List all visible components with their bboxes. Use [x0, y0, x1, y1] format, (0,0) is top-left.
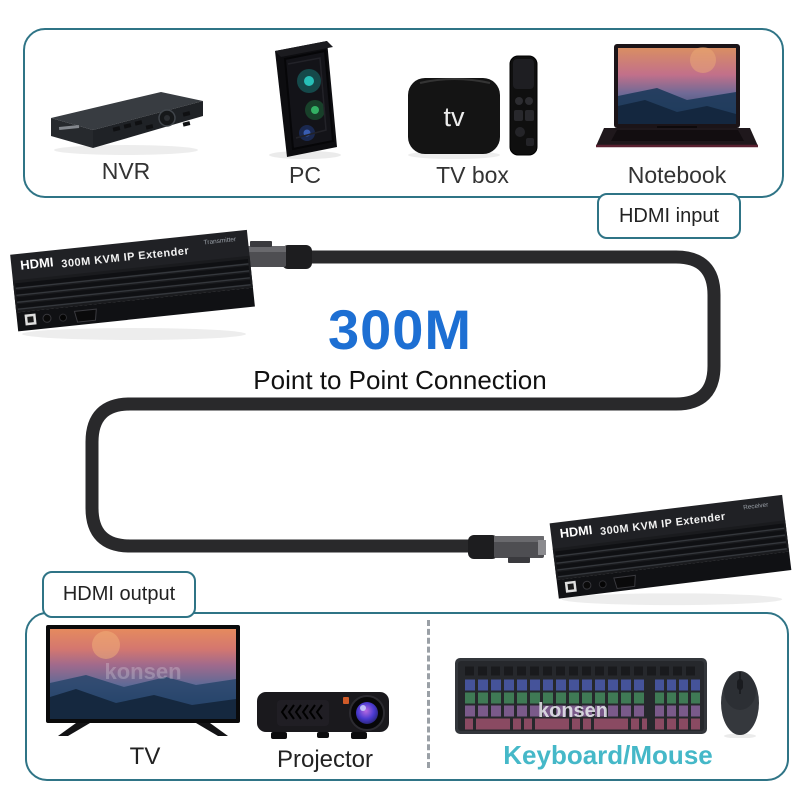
device-tv: konsen TV	[44, 625, 246, 771]
projector-icon	[257, 692, 389, 739]
connection-description: Point to Point Connection	[253, 365, 547, 395]
pc-tower-icon	[269, 41, 341, 159]
distance-text: 300M	[327, 298, 473, 361]
tv-box-glyph: tv	[443, 102, 465, 132]
tv-screen-watermark: konsen	[104, 659, 181, 684]
hdmi-input-tag-label: HDMI input	[618, 204, 720, 227]
device-pc: PC	[253, 34, 357, 189]
output-section-divider	[427, 620, 430, 768]
device-notebook: Notebook	[592, 42, 762, 189]
receiver-icon: HDMI 300M KVM IP Extender Receiver	[549, 494, 792, 606]
rj45-plug-receiver	[468, 535, 546, 563]
transmitter-role-label: Transmitter	[203, 236, 237, 246]
nvr-label: NVR	[101, 158, 151, 184]
keyboard-mouse-row: konsen	[455, 654, 761, 738]
transmitter-device: HDMI 300M KVM IP Extender Transmitter	[8, 228, 260, 342]
projector-label: Projector	[276, 746, 374, 773]
transmitter-icon: HDMI 300M KVM IP Extender Transmitter	[10, 229, 255, 340]
tv-label: TV	[129, 743, 161, 770]
device-keyboard-mouse: konsen Keyboard/Mouse	[452, 654, 764, 771]
receiver-device: HDMI 300M KVM IP Extender Receiver	[548, 494, 796, 608]
keyboard-watermark: konsen	[538, 700, 608, 722]
tv-icon: konsen	[46, 625, 240, 736]
hdmi-input-tag: HDMI input	[597, 193, 741, 239]
device-nvr: NVR	[38, 80, 214, 185]
transmitter-brand-logo: HDMI	[20, 254, 55, 272]
device-tv-box: tv TV box	[400, 52, 545, 189]
hdmi-output-tag: HDMI output	[42, 571, 196, 618]
mouse-icon	[721, 671, 759, 738]
connection-caption: 300M Point to Point Connection	[200, 302, 600, 396]
hdmi-output-tag-label: HDMI output	[62, 583, 176, 605]
notebook-icon	[596, 44, 758, 148]
tv-box-icon: tv	[407, 55, 537, 159]
nvr-icon	[51, 92, 203, 155]
keyboard-icon: konsen	[455, 658, 707, 734]
keyboard-mouse-label: Keyboard/Mouse	[503, 740, 713, 770]
pc-label: PC	[289, 162, 321, 188]
notebook-label: Notebook	[627, 162, 727, 188]
tv-box-label: TV box	[436, 162, 509, 188]
device-projector: Projector	[252, 686, 398, 774]
receiver-role-label: Receiver	[743, 501, 770, 511]
